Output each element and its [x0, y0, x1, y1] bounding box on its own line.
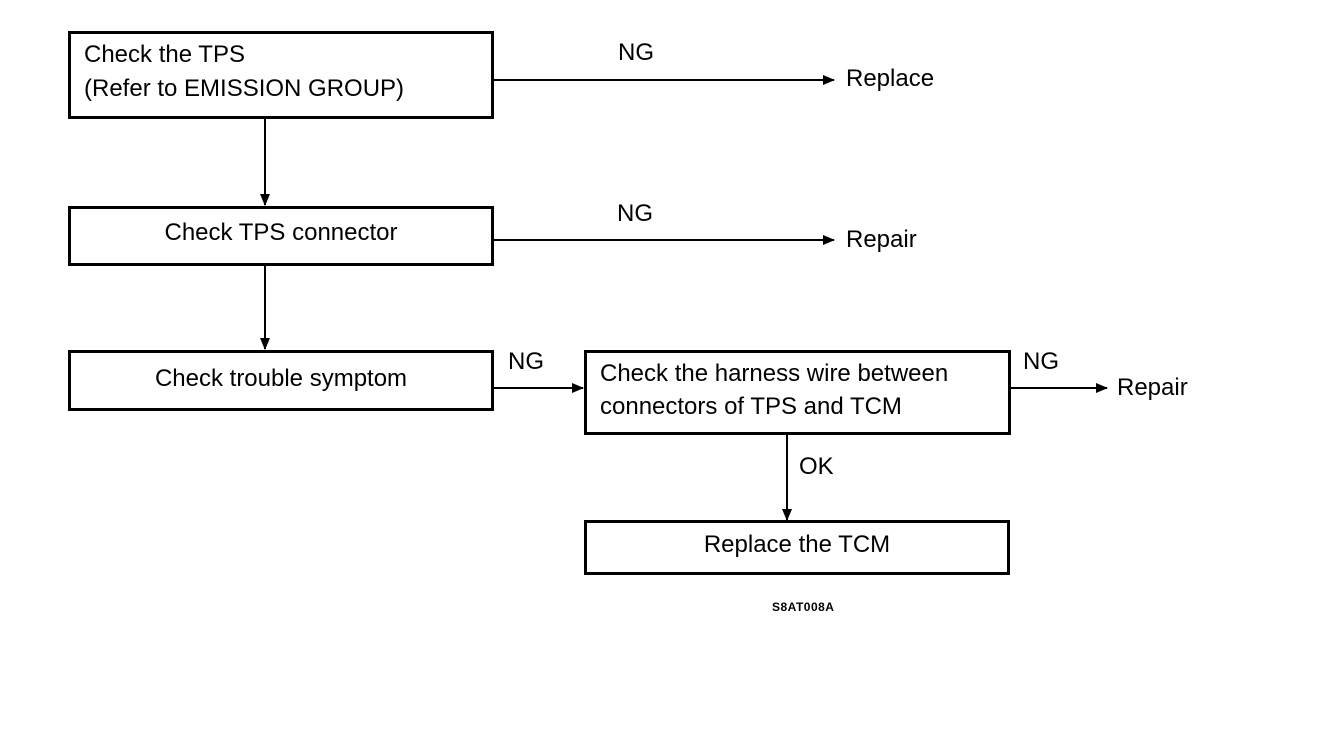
check-tps-text-line2: (Refer to EMISSION GROUP) [84, 75, 405, 102]
ng-label-1: NG [618, 39, 654, 66]
check-symptom-text: Check trouble symptom [154, 365, 408, 392]
check-connector-box [68, 206, 494, 266]
ng-label-4: NG [1023, 348, 1059, 375]
outcome-repair-1: Repair [846, 226, 917, 253]
ng-label-2: NG [617, 200, 653, 227]
check-tps-box [68, 31, 494, 119]
check-harness-box [584, 350, 1011, 435]
check-harness-text-line2: connectors of TPS and TCM [600, 393, 902, 420]
replace-tcm-box [584, 520, 1010, 575]
check-tps-text-line1: Check the TPS [84, 41, 245, 68]
check-harness-text-line1: Check the harness wire between [600, 360, 949, 387]
outcome-replace: Replace [846, 65, 935, 92]
ok-label: OK [799, 453, 834, 480]
check-connector-text: Check TPS connector [164, 219, 398, 246]
replace-tcm-text: Replace the TCM [703, 531, 891, 558]
ng-label-3: NG [508, 348, 544, 375]
figure-code: S8AT008A [772, 600, 835, 614]
outcome-repair-2: Repair [1117, 374, 1188, 401]
check-symptom-box [68, 350, 494, 411]
